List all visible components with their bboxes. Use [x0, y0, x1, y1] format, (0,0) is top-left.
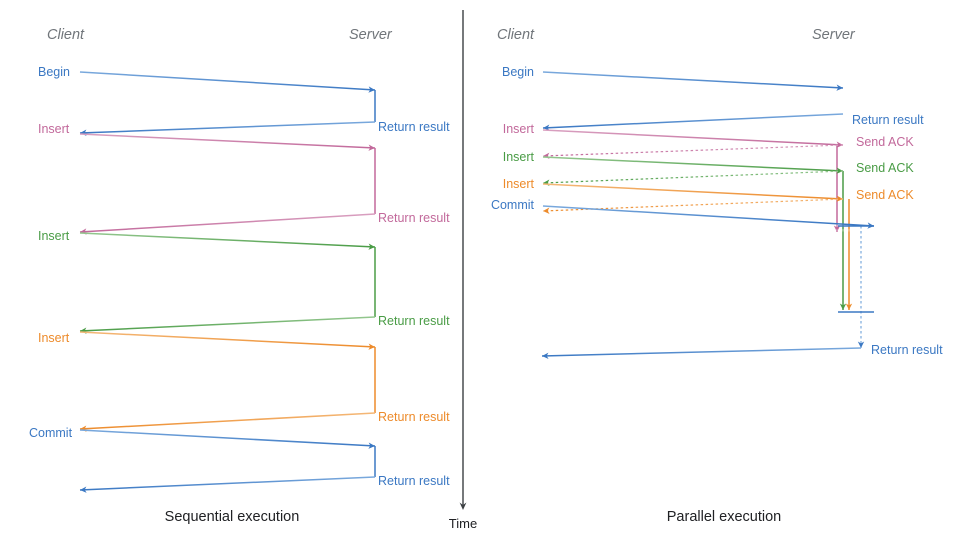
message-label: Send ACK	[856, 135, 914, 149]
message-request-line	[79, 429, 376, 447]
message-response-line	[79, 121, 376, 134]
message-label: Return result	[378, 410, 450, 424]
message-label: Return result	[378, 474, 450, 488]
message-request-line	[542, 129, 844, 146]
message-request-line	[79, 331, 376, 348]
message-request-arrowhead	[368, 442, 375, 449]
message-label: Return result	[378, 314, 450, 328]
time-axis-layer: Time	[449, 10, 477, 531]
message-label: Return result	[378, 211, 450, 225]
message-label: Send ACK	[856, 161, 914, 175]
message-request-line	[79, 232, 376, 248]
message-response-arrowhead	[80, 486, 87, 493]
message-response-line	[79, 476, 376, 491]
message-request-arrowhead	[368, 86, 375, 93]
message-request-line	[542, 71, 844, 89]
time-axis-arrowhead	[459, 502, 467, 510]
message-label: Insert	[38, 331, 70, 345]
message-label: Insert	[503, 177, 535, 191]
message-request-arrowhead	[836, 141, 843, 148]
message-request-line	[79, 133, 376, 149]
message-request-arrowhead	[836, 167, 843, 174]
message-label: Commit	[491, 198, 535, 212]
message-label: Insert	[38, 229, 70, 243]
message-request-line	[79, 71, 376, 91]
message-response-arrowhead	[543, 207, 550, 214]
time-axis-label: Time	[449, 516, 477, 531]
message-response-arrowhead	[543, 124, 550, 131]
message-label: Insert	[503, 150, 535, 164]
lane-header-client: Client	[47, 27, 85, 43]
message-label: Begin	[502, 65, 534, 79]
message-request-line	[542, 205, 875, 227]
message-response-line	[541, 347, 862, 357]
panel-caption: Parallel execution	[667, 509, 781, 525]
message-label: Return result	[871, 343, 943, 357]
lane-header-server: Server	[812, 27, 856, 43]
server-track-arrowhead	[833, 225, 841, 232]
message-request-arrowhead	[836, 195, 843, 202]
lane-header-server: Server	[349, 27, 393, 43]
message-response-line	[79, 213, 376, 233]
message-label: Send ACK	[856, 188, 914, 202]
message-response-line	[542, 113, 844, 129]
message-request-arrowhead	[368, 144, 375, 151]
server-track-arrowhead	[839, 303, 847, 310]
message-request-line	[542, 183, 844, 200]
server-track-arrowhead	[857, 341, 865, 348]
message-label: Return result	[378, 120, 450, 134]
panel-caption: Sequential execution	[165, 509, 300, 525]
message-response-line	[79, 316, 376, 332]
message-request-arrowhead	[836, 84, 843, 91]
server-track-arrowhead	[845, 303, 853, 310]
lane-header-client: Client	[497, 27, 535, 43]
message-response-arrowhead	[542, 352, 549, 360]
message-response-arrowhead	[543, 152, 550, 159]
message-request-arrowhead	[867, 222, 874, 229]
message-response-arrowhead	[543, 179, 550, 186]
message-response-line	[79, 412, 376, 430]
message-label: Begin	[38, 65, 70, 79]
message-label: Insert	[38, 122, 70, 136]
message-label: Commit	[29, 426, 73, 440]
message-label: Insert	[503, 122, 535, 136]
message-request-arrowhead	[368, 343, 375, 350]
message-request-arrowhead	[368, 243, 375, 250]
message-response-line	[542, 144, 844, 157]
message-label: Return result	[852, 113, 924, 127]
message-request-line	[542, 156, 844, 172]
message-response-line	[542, 170, 844, 184]
